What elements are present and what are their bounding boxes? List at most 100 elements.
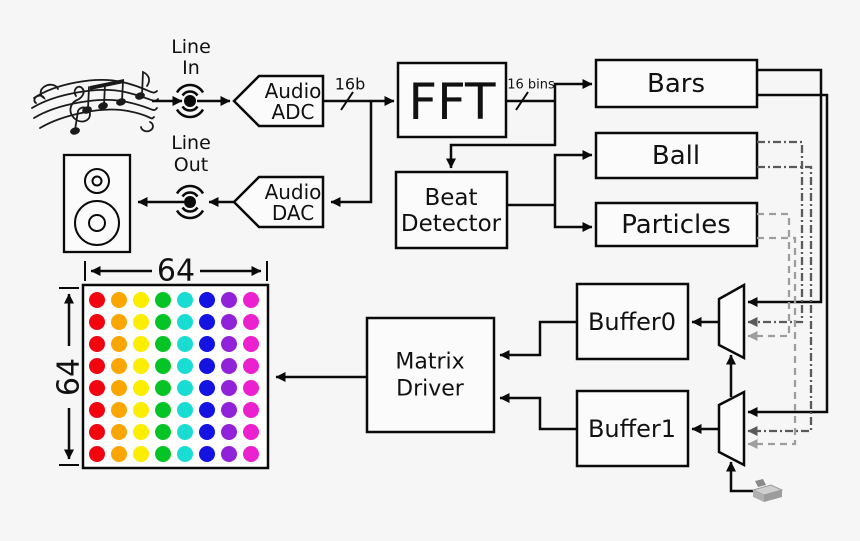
wire-ball-to-mux1 — [747, 165, 813, 436]
led-dot — [133, 314, 149, 330]
led-dot — [155, 402, 171, 418]
led-dot — [133, 292, 149, 308]
wire-beat-to-particles — [553, 205, 593, 232]
particles-block — [594, 201, 759, 248]
led-dot — [177, 446, 193, 462]
led-dot — [111, 314, 127, 330]
bars-block — [594, 58, 759, 109]
led-dot — [221, 424, 237, 440]
led-matrix-panel — [81, 283, 270, 470]
led-dot — [111, 358, 127, 374]
matrix-driver-label: Matrix — [395, 350, 464, 375]
led-dot — [133, 336, 149, 352]
dac-label: Audio — [265, 180, 322, 204]
led-dot — [243, 424, 259, 440]
audio-dac-block — [232, 175, 325, 229]
wire-particles-to-mux1 — [747, 236, 797, 449]
led-dot — [199, 424, 215, 440]
music-notes-icon — [31, 70, 159, 135]
led-dot — [243, 380, 259, 396]
wire-adc-to-dac — [330, 101, 373, 207]
wire-buffer0-to-driver — [499, 320, 577, 360]
led-dot — [243, 314, 259, 330]
led-dot — [89, 446, 105, 462]
beat-detector-block — [394, 170, 509, 250]
led-dot — [243, 358, 259, 374]
led-dot — [89, 402, 105, 418]
wire-beat-to-ball — [553, 150, 593, 205]
beamed-notes — [82, 70, 150, 114]
adc-label2: ADC — [271, 100, 314, 124]
led-dot — [221, 336, 237, 352]
led-dot — [155, 358, 171, 374]
led-dot — [221, 446, 237, 462]
bus-label-16bins: 16 bins — [507, 78, 555, 93]
beat-detector-label: Beat — [424, 185, 477, 211]
speaker-icon — [62, 153, 132, 254]
wire-bars-to-mux0 — [747, 68, 823, 307]
line-in-label: Line — [171, 36, 211, 58]
led-dot — [221, 358, 237, 374]
led-dot — [133, 358, 149, 374]
ball-label: Ball — [652, 141, 700, 171]
wire-fft-to-beat — [446, 101, 557, 169]
led-dot — [221, 402, 237, 418]
led-dot — [177, 380, 193, 396]
led-dot — [243, 446, 259, 462]
led-dot — [221, 380, 237, 396]
led-dot — [133, 402, 149, 418]
led-dot — [199, 292, 215, 308]
particles-label: Particles — [621, 210, 731, 240]
led-dot — [177, 292, 193, 308]
led-dot — [111, 336, 127, 352]
bus-slash-16bins — [515, 91, 529, 111]
wire-fft-to-bars — [553, 79, 593, 101]
led-dot — [243, 402, 259, 418]
matrix-driver-block — [365, 316, 496, 434]
wires-dashed — [747, 140, 813, 449]
led-dot — [155, 314, 171, 330]
bars-label: Bars — [647, 69, 705, 99]
led-dot — [199, 446, 215, 462]
led-dot — [177, 402, 193, 418]
bus-label-16b: 16b — [335, 75, 366, 94]
dac-label2: DAC — [272, 201, 314, 225]
led-grid — [89, 292, 259, 462]
line-out-jack-icon — [175, 184, 205, 220]
led-dot — [89, 336, 105, 352]
matrix-width-label: 64 — [157, 254, 195, 289]
bus-slash-16b — [340, 91, 354, 111]
led-dot — [89, 314, 105, 330]
mux1 — [717, 389, 746, 468]
line-in-jack-icon — [175, 83, 205, 119]
wire-switch-to-mux1 — [726, 461, 756, 493]
led-dot — [155, 424, 171, 440]
led-dot — [243, 336, 259, 352]
led-dot — [199, 336, 215, 352]
fft-block — [396, 61, 508, 139]
led-dot — [111, 380, 127, 396]
led-dot — [177, 424, 193, 440]
led-dot — [243, 292, 259, 308]
led-dot — [111, 446, 127, 462]
led-dot — [133, 380, 149, 396]
wire-buffer1-to-driver — [499, 393, 577, 431]
led-dot — [133, 424, 149, 440]
buffer1-label: Buffer1 — [588, 415, 676, 443]
led-dot — [199, 402, 215, 418]
led-dot — [89, 424, 105, 440]
led-dot — [155, 292, 171, 308]
wire-bars-to-mux1 — [747, 93, 829, 417]
led-dot — [199, 358, 215, 374]
wires-solid — [137, 68, 829, 493]
led-dot — [177, 336, 193, 352]
matrix-width-dimension: 64 — [84, 254, 268, 289]
matrix-driver-label2: Driver — [396, 377, 465, 402]
led-dot — [199, 380, 215, 396]
led-dot — [177, 358, 193, 374]
adc-label: Audio — [265, 79, 322, 103]
buffer0-block — [575, 282, 690, 361]
matrix-height-label: 64 — [52, 358, 87, 396]
